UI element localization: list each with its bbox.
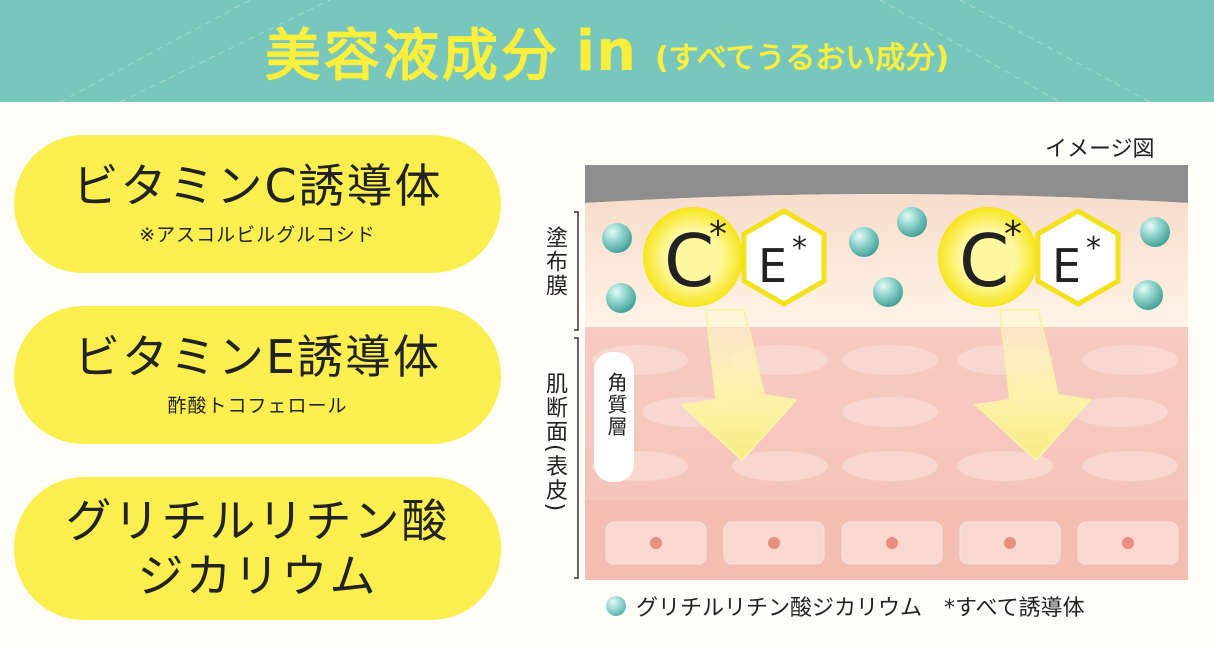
ingredient-pill-glycyrrhizinate: グリチルリチン酸 ジカリウム [14, 477, 501, 620]
glycyrrhizinate-dot-icon [1140, 217, 1170, 247]
vitamin-e-hexagon [1035, 208, 1121, 307]
cell-nucleus [768, 537, 780, 549]
page-subtitle: (すべてうるおい成分) [654, 41, 950, 76]
cell [842, 397, 938, 427]
legend-derivative-note: *すべて誘導体 [944, 596, 1085, 621]
glycyrrhizinate-dot-icon [1133, 280, 1163, 310]
vitamin-group-2: C * E * [938, 207, 1121, 307]
penetration-arrow-icon [679, 309, 798, 462]
header-banner: 美容液成分 in (すべてうるおい成分) [0, 0, 1214, 102]
stratum-label-box [594, 352, 634, 482]
vitamin-e-letter: E [1052, 239, 1081, 293]
cell [1082, 345, 1178, 375]
vitamin-c-asterisk: * [1004, 214, 1022, 255]
glycyrrhizinate-dots [602, 207, 1170, 313]
header-title: 美容液成分 in (すべてうるおい成分) [0, 0, 1214, 102]
basal-cells [605, 521, 1179, 565]
skin-section-label: 肌断面(表皮) [542, 372, 567, 514]
coating-layer [585, 194, 1188, 327]
glycyrrhizinate-dot-icon [849, 227, 879, 257]
vitamin-e-hexagon [741, 208, 827, 307]
ingredient-pill-vitamin-c: ビタミンC誘導体 ※アスコルビルグルコシド [14, 135, 501, 273]
ingredient-note: 酢酸トコフェロール [167, 394, 348, 417]
stratum-cells [592, 345, 1178, 481]
ingredient-name: ビタミンC誘導体 [72, 159, 443, 214]
ingredient-pill-vitamin-e: ビタミンE誘導体 酢酸トコフェロール [14, 306, 501, 444]
cell [1072, 397, 1168, 427]
cell-nucleus [1122, 537, 1134, 549]
image-label: イメージ図 [1045, 137, 1155, 162]
vitamin-c-letter: C [959, 219, 1009, 303]
penetration-arrow-icon [973, 309, 1092, 462]
ingredient-name-line1: グリチルリチン酸 [65, 494, 450, 549]
vitamin-c-asterisk: * [709, 214, 727, 255]
legend-glycyrrhizinate: グリチルリチン酸ジカリウム [636, 596, 923, 621]
cell [732, 451, 828, 481]
page-title-suffix: in [575, 18, 637, 84]
glycyrrhizinate-dot-icon [606, 596, 626, 616]
header-decoration [59, 0, 1151, 102]
legend: グリチルリチン酸ジカリウム *すべて誘導体 [606, 590, 1085, 622]
ingredient-note: ※アスコルビルグルコシド [139, 223, 376, 246]
glycyrrhizinate-dot-icon [602, 223, 632, 253]
vitamin-c-circle [643, 207, 743, 307]
coating-label: 塗布膜 [542, 226, 567, 298]
vitamin-e-letter: E [758, 239, 787, 293]
vitamin-group-1: C * E * [643, 207, 827, 307]
cell-nucleus [886, 537, 898, 549]
stratum-label: 角質層 [604, 372, 628, 438]
skin-bracket [574, 337, 579, 579]
cell [842, 345, 938, 375]
cell [957, 451, 1053, 481]
cell [842, 451, 938, 481]
cell-nucleus [650, 537, 662, 549]
top-band [585, 165, 1188, 203]
page-title: 美容液成分 [264, 23, 560, 89]
vitamin-e-asterisk: * [792, 231, 807, 266]
glycyrrhizinate-dot-icon [897, 207, 927, 237]
glycyrrhizinate-dot-icon [873, 277, 903, 307]
vitamin-e-asterisk: * [1086, 231, 1101, 266]
glycyrrhizinate-dot-icon [606, 283, 636, 313]
ingredient-name-line2: ジカリウム [137, 548, 378, 603]
coating-bracket [574, 211, 579, 331]
cell-nucleus [1004, 537, 1016, 549]
ingredient-name: ビタミンE誘導体 [73, 330, 442, 385]
vitamin-c-letter: C [664, 219, 714, 303]
vitamin-c-circle [938, 207, 1038, 307]
cell [1082, 451, 1178, 481]
